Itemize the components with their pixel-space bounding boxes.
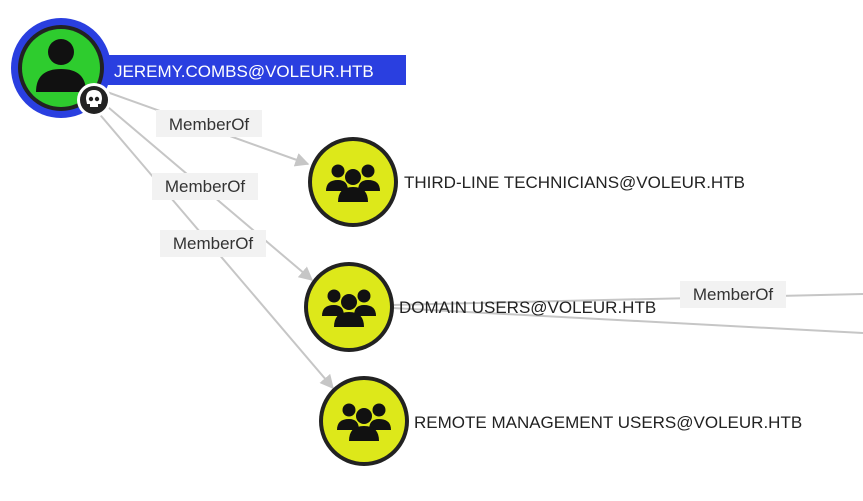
edge-label-background — [680, 281, 786, 308]
node-group-domain-users[interactable]: DOMAIN USERS@VOLEUR.HTB — [304, 262, 656, 352]
node-label: THIRD-LINE TECHNICIANS@VOLEUR.HTB — [404, 173, 745, 192]
node-group-third-line-technicians[interactable]: THIRD-LINE TECHNICIANS@VOLEUR.HTB — [308, 137, 745, 227]
edge-label-background — [156, 110, 262, 137]
user-icon — [36, 39, 86, 92]
group-icon — [337, 403, 391, 441]
edge-label-text: MemberOf — [169, 115, 250, 134]
node-user-jeremy-combs[interactable]: JEREMY.COMBS@VOLEUR.HTB — [11, 18, 406, 118]
node-label: REMOTE MANAGEMENT USERS@VOLEUR.HTB — [414, 413, 802, 432]
edge-label-text: MemberOf — [693, 285, 774, 304]
node-label: DOMAIN USERS@VOLEUR.HTB — [399, 298, 656, 317]
edge-label-e2[interactable]: MemberOf — [152, 173, 258, 200]
node-label: JEREMY.COMBS@VOLEUR.HTB — [114, 62, 374, 81]
edge-label-e1[interactable]: MemberOf — [156, 110, 262, 137]
edge-label-background — [152, 173, 258, 200]
skull-icon — [77, 83, 111, 117]
selected-label-highlight — [108, 55, 406, 85]
edge-label-text: MemberOf — [173, 234, 254, 253]
edge-label-e3[interactable]: MemberOf — [160, 230, 266, 257]
node-group-remote-management-users[interactable]: REMOTE MANAGEMENT USERS@VOLEUR.HTB — [319, 376, 802, 466]
group-icon — [326, 164, 380, 202]
edge-label-text: MemberOf — [165, 177, 246, 196]
edge-label-background — [160, 230, 266, 257]
group-icon — [322, 289, 376, 327]
edge-memberof-domain-users-out-b[interactable] — [391, 307, 863, 334]
edge-label-e4[interactable]: MemberOf — [680, 281, 786, 308]
